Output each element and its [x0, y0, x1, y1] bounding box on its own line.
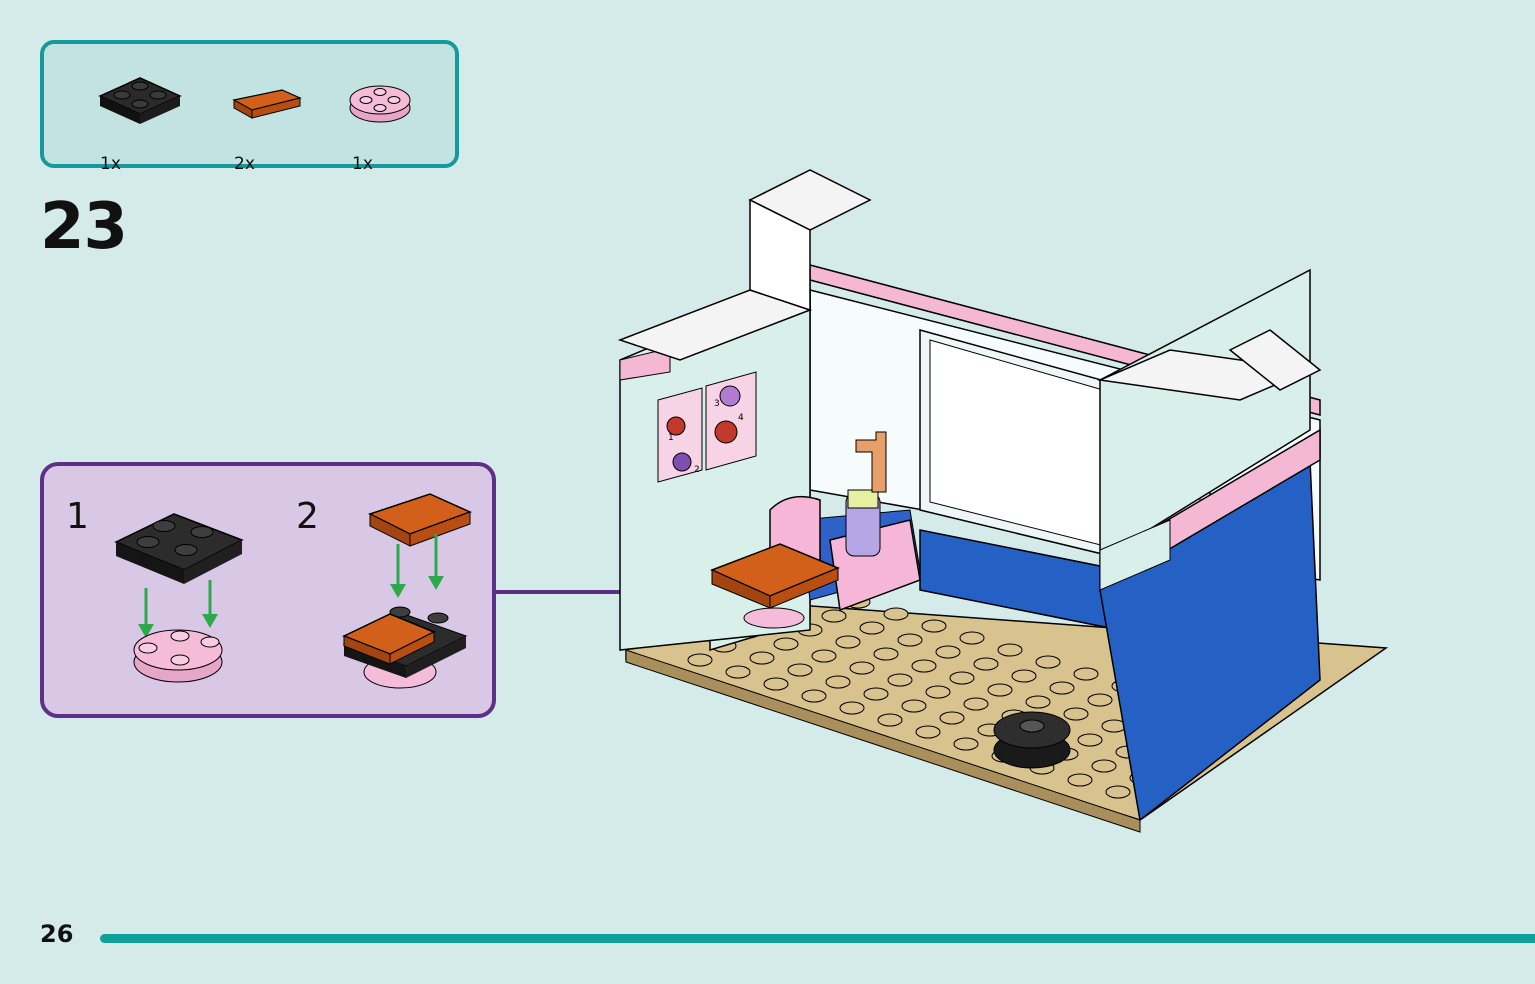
stud: [915, 725, 941, 739]
orange-tile-icon: [232, 89, 302, 119]
part-quantity: 2x: [234, 154, 255, 174]
part-black-plate: 1x: [96, 70, 196, 174]
stud: [883, 607, 909, 621]
stud: [1067, 773, 1093, 787]
stud: [839, 701, 865, 715]
page-number: 26: [40, 920, 74, 948]
part-orange-tile: 2x: [230, 70, 330, 174]
stud: [973, 657, 999, 671]
stud: [821, 609, 847, 623]
substep-1-graphic: [114, 513, 244, 683]
stud: [939, 711, 965, 725]
stud: [959, 631, 985, 645]
stud: [825, 675, 851, 689]
stud: [997, 643, 1023, 657]
stud: [897, 633, 923, 647]
subassembly-illustration: [114, 493, 472, 689]
stud: [1063, 707, 1089, 721]
stud: [859, 621, 885, 635]
stud: [949, 671, 975, 685]
substep-2-graphic: [342, 493, 472, 689]
model-illustration: 1 2 3 4: [617, 169, 1389, 833]
stud: [773, 637, 799, 651]
faucet: [855, 431, 887, 493]
stud: [1025, 695, 1051, 709]
stud: [1087, 693, 1113, 707]
black-plate-icon: [98, 77, 182, 124]
stud: [911, 659, 937, 673]
stud: [787, 663, 813, 677]
stud: [1077, 733, 1103, 747]
stud: [863, 687, 889, 701]
stud: [849, 661, 875, 675]
stud: [963, 697, 989, 711]
poster-number: 3: [714, 399, 720, 409]
stud: [801, 689, 827, 703]
stud: [1011, 669, 1037, 683]
stud: [887, 673, 913, 687]
substep-number: 1: [66, 496, 89, 537]
stud: [873, 647, 899, 661]
stud: [763, 677, 789, 691]
substep-number: 2: [296, 496, 319, 537]
pink-round-plate-icon: [349, 85, 411, 123]
stud: [877, 713, 903, 727]
progress-bar: [100, 934, 1535, 943]
stud: [921, 619, 947, 633]
stud: [925, 685, 951, 699]
stud: [1091, 759, 1117, 773]
step-number: 23: [40, 190, 128, 264]
part-quantity: 1x: [352, 154, 373, 174]
stud: [935, 645, 961, 659]
subassembly-callout: 1 2: [40, 462, 496, 718]
part-quantity: 1x: [100, 154, 121, 174]
poster-number: 2: [694, 465, 700, 475]
poster-number: 1: [668, 433, 674, 443]
stud: [901, 699, 927, 713]
stud: [749, 651, 775, 665]
stud: [1035, 655, 1061, 669]
stud: [1073, 667, 1099, 681]
poster-number: 4: [738, 413, 744, 423]
part-pink-round-plate: 1x: [348, 70, 448, 174]
stud: [811, 649, 837, 663]
stud: [835, 635, 861, 649]
chair-seat: [710, 543, 840, 629]
stud: [1049, 681, 1075, 695]
stud: [953, 737, 979, 751]
stud: [687, 653, 713, 667]
stud: [1105, 785, 1131, 799]
stud: [987, 683, 1013, 697]
posters: 1 2 3 4: [657, 371, 757, 483]
stud: [725, 665, 751, 679]
parts-callout: 1x 2x 1x: [40, 40, 459, 174]
